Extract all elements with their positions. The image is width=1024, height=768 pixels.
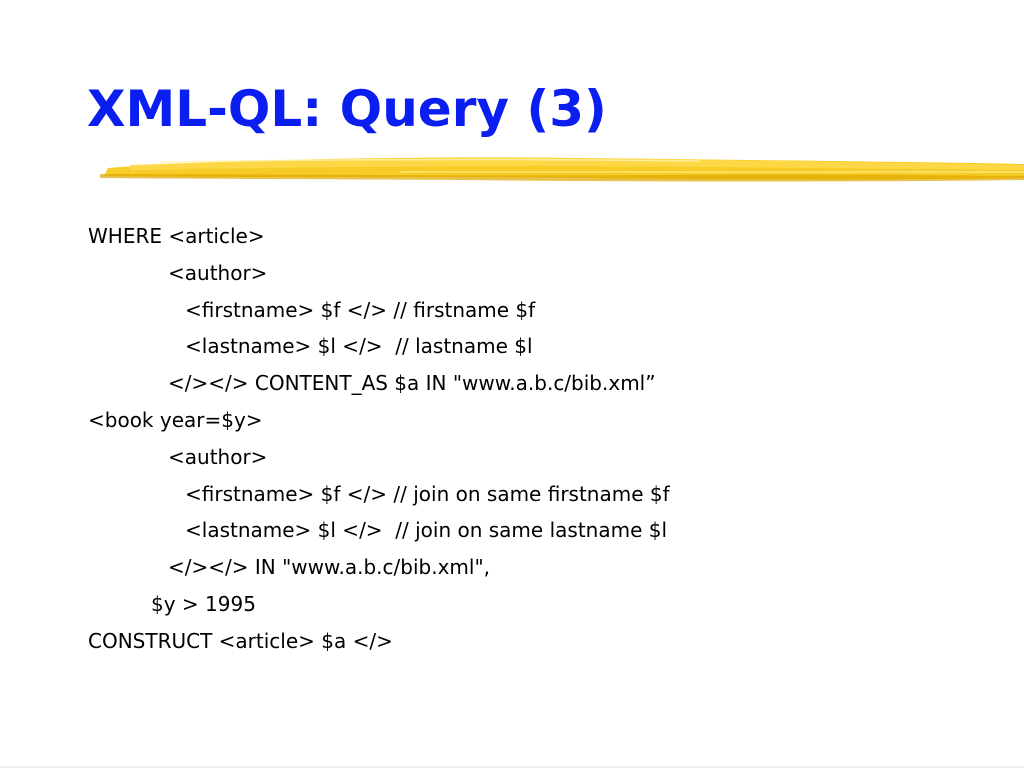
query-line: <lastname> $l </> // lastname $l [185, 334, 533, 359]
query-line: </></> CONTENT_AS $a IN "www.a.b.c/bib.x… [168, 371, 656, 396]
query-line: $y > 1995 [151, 591, 256, 616]
query-body: WHERE <article> <author> <firstname> $f </… [88, 218, 1008, 660]
query-line: CONSTRUCT <article> $a </> [88, 628, 393, 653]
query-line: WHERE <article> [88, 224, 265, 248]
query-line: <book year=$y> [88, 407, 263, 432]
brush-stroke-streak [159, 158, 701, 163]
brush-stroke-underline [100, 157, 1024, 182]
query-line: <author> [168, 444, 268, 469]
slide-bottom-rule [0, 766, 1024, 768]
brush-stroke-shadow [100, 174, 1024, 182]
query-line: </></> IN "www.a.b.c/bib.xml", [168, 555, 491, 580]
query-line: <author> [168, 260, 268, 285]
query-line: <lastname> $l </> // join on same lastna… [185, 518, 668, 543]
slide-title: XML-QL: Query (3) [87, 80, 607, 138]
query-line: <firstname> $f </> // join on same first… [185, 481, 670, 506]
brush-stroke-highlight [130, 157, 1024, 170]
query-line: <firstname> $f </> // firstname $f [185, 297, 536, 322]
